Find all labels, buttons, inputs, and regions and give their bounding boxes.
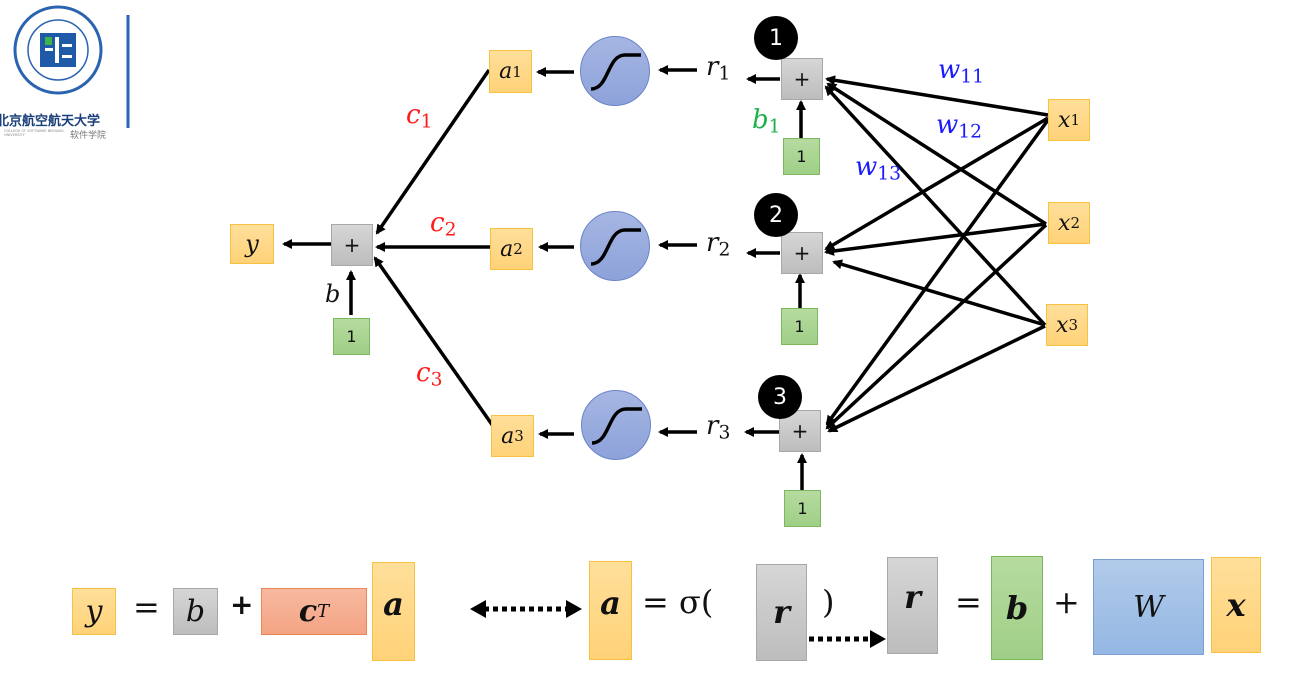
eq-equals-2: =: [955, 583, 982, 621]
output-bias-label: b: [325, 280, 341, 308]
eq-W-box: W: [1093, 559, 1204, 655]
neuron2-bias-one-box: 1: [781, 308, 818, 345]
neuron2-sum-node: +: [781, 232, 823, 274]
edge-a1-to-sum: [375, 69, 491, 235]
neuron1-sum-node: +: [781, 58, 823, 100]
output-sum-node: +: [331, 224, 373, 266]
eq-b-vector-box: b: [991, 556, 1043, 660]
c2-label: c2: [430, 208, 457, 241]
b1-label: b1: [752, 105, 781, 138]
neuron3-bias-one-box: 1: [784, 490, 821, 527]
neuron1-badge: 1: [754, 16, 798, 60]
eq-y-box: y: [72, 588, 116, 635]
eq-sigma-close: ): [822, 583, 835, 621]
sigmoid-node-1: [580, 36, 650, 106]
dotted-link-r-r-right-head: [870, 630, 886, 648]
r3-label: r3: [706, 411, 731, 444]
neuron3-badge: 3: [758, 375, 802, 419]
edge-x2-to-sum1: [826, 82, 1047, 226]
eq-r-box-2: r: [887, 557, 938, 654]
neuron2-badge: 2: [754, 193, 798, 237]
sigmoid-node-2: [580, 211, 650, 281]
edge-x3-to-sum3: [827, 324, 1046, 433]
edge-x2-to-sum3: [825, 223, 1048, 430]
output-y-label: y: [245, 230, 259, 258]
edge-x1-to-sum3: [825, 118, 1050, 426]
neuron1-bias-one-box: 1: [783, 138, 820, 175]
sigmoid-curve-icon: [591, 407, 642, 445]
eq-b-box: b: [173, 588, 218, 635]
logo-university-name: 北京航空航天大学: [0, 114, 101, 129]
eq-a-box-1: a: [372, 562, 415, 661]
sigmoid-node-3: [581, 390, 651, 460]
eq-r-box-1: r: [756, 564, 807, 661]
university-logo: 北京航空航天大学 COLLEGE OF SOFTWARE BEIHANG UNI…: [0, 0, 140, 145]
edge-x1-to-sum1: [825, 75, 1049, 117]
sigmoid-curve-icon: [590, 228, 641, 266]
eq-x-box: x: [1211, 557, 1261, 653]
dotted-link-a-a-left-head: [470, 600, 486, 618]
edge-x1-to-sum2: [824, 116, 1049, 251]
output-bias-one-box: 1: [333, 318, 370, 355]
edge-x3-to-sum2: [832, 259, 1046, 327]
eq-plus-2: +: [1053, 583, 1080, 621]
logo-college-en: COLLEGE OF SOFTWARE BEIHANG UNIVERSITY: [4, 129, 64, 137]
edge-a3-to-sum: [373, 256, 495, 428]
w13-label: w13: [855, 152, 902, 185]
edge-x2-to-sum2: [824, 222, 1047, 256]
eq-equals-1: =: [133, 588, 160, 626]
r1-label: r1: [706, 52, 731, 85]
output-bias-one-label: 1: [346, 327, 357, 346]
eq-sigma-open: = σ(: [642, 583, 714, 621]
output-sum-symbol: +: [343, 233, 361, 257]
dotted-link-a-a-right-head: [566, 600, 582, 618]
eq-a-box-2: a: [589, 561, 632, 660]
c1-label: c1: [406, 100, 433, 133]
eq-plus-1: +: [230, 588, 254, 621]
w12-label: w12: [936, 110, 983, 143]
logo-emblem-icon: [13, 5, 130, 128]
logo-college-cn: 软件学院: [70, 131, 107, 141]
r2-label: r2: [706, 228, 731, 261]
output-y-box: y: [230, 224, 274, 264]
edge-x3-to-sum1: [824, 85, 1047, 327]
sigmoid-curve-icon: [590, 53, 641, 91]
c3-label: c3: [416, 358, 443, 391]
w11-label: w11: [938, 55, 985, 88]
